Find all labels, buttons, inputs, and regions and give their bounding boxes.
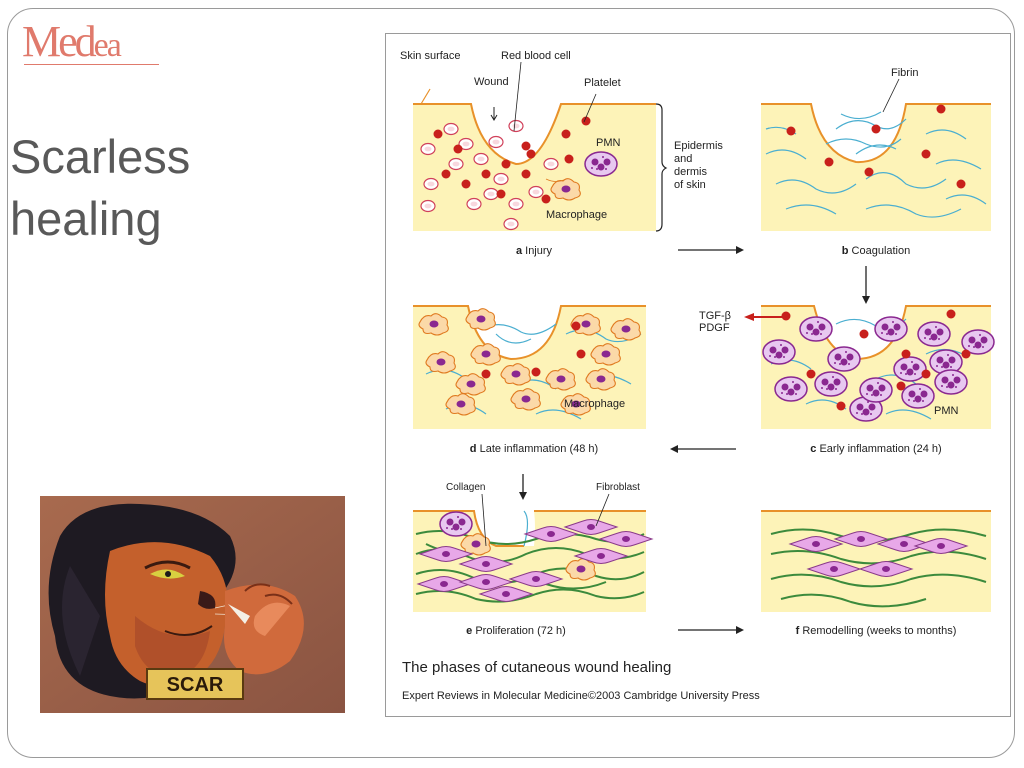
label-tgf-beta: TGF-β: [699, 310, 731, 322]
arrow-c-to-d: [670, 445, 736, 453]
label-wound: Wound: [474, 76, 509, 88]
scar-sign-text: SCAR: [167, 674, 224, 696]
title-line-2: healing: [10, 192, 162, 245]
label-red-blood-cell: Red blood cell: [501, 50, 571, 62]
label-pmn-c: PMN: [934, 405, 959, 417]
label-epidermis-1: Epidermis: [674, 140, 723, 152]
caption-panel-e: e Proliferation (72 h): [466, 625, 566, 637]
caption-panel-f: f Remodelling (weeks to months): [796, 625, 957, 637]
arrow-d-to-e: [519, 474, 527, 500]
label-platelet: Platelet: [584, 77, 621, 89]
panel-d-late-inflammation: Macrophage d Late inflammation (48 h): [413, 305, 646, 455]
caption-panel-a: a Injury: [516, 245, 553, 257]
label-fibroblast: Fibroblast: [596, 482, 640, 493]
label-pmn-a: PMN: [596, 137, 621, 149]
panel-b-coagulation: Fibrin b Coagulation: [761, 67, 991, 257]
scar-cartoon-image: SCAR: [40, 496, 345, 713]
label-macrophage-a: Macrophage: [546, 209, 607, 221]
label-epidermis-4: of skin: [674, 179, 706, 191]
caption-panel-c: c Early inflammation (24 h): [810, 443, 941, 455]
panel-c-early-inflammation: TGF-β PDGF PMN c Early inflammation (24 …: [699, 305, 995, 455]
label-epidermis-3: dermis: [674, 166, 708, 178]
label-collagen: Collagen: [446, 482, 485, 493]
logo-underline: [24, 64, 159, 65]
figure-title: The phases of cutaneous wound healing: [402, 659, 671, 676]
medea-logo: Medea: [22, 17, 122, 66]
label-macrophage-d: Macrophage: [564, 398, 625, 410]
panel-a-injury: Skin surface Red blood cell Wound Platel…: [400, 50, 723, 257]
label-skin-surface: Skin surface: [400, 50, 461, 62]
wound-healing-figure: Skin surface Red blood cell Wound Platel…: [385, 33, 1011, 717]
caption-panel-d: d Late inflammation (48 h): [470, 443, 598, 455]
slide-title: Scarless healing: [10, 126, 190, 250]
panel-f-remodelling: f Remodelling (weeks to months): [761, 510, 991, 637]
arrow-a-to-b: [678, 246, 744, 254]
label-epidermis-2: and: [674, 153, 692, 165]
panel-e-proliferation: Collagen Fibroblast e Proliferation (72 …: [413, 482, 653, 637]
caption-panel-b: b Coagulation: [842, 245, 911, 257]
arrow-e-to-f: [678, 626, 744, 634]
arrow-b-to-c: [862, 266, 870, 304]
label-pdgf: PDGF: [699, 322, 730, 334]
title-line-1: Scarless: [10, 130, 191, 183]
label-fibrin: Fibrin: [891, 67, 919, 79]
figure-credit: Expert Reviews in Molecular Medicine©200…: [402, 690, 760, 702]
